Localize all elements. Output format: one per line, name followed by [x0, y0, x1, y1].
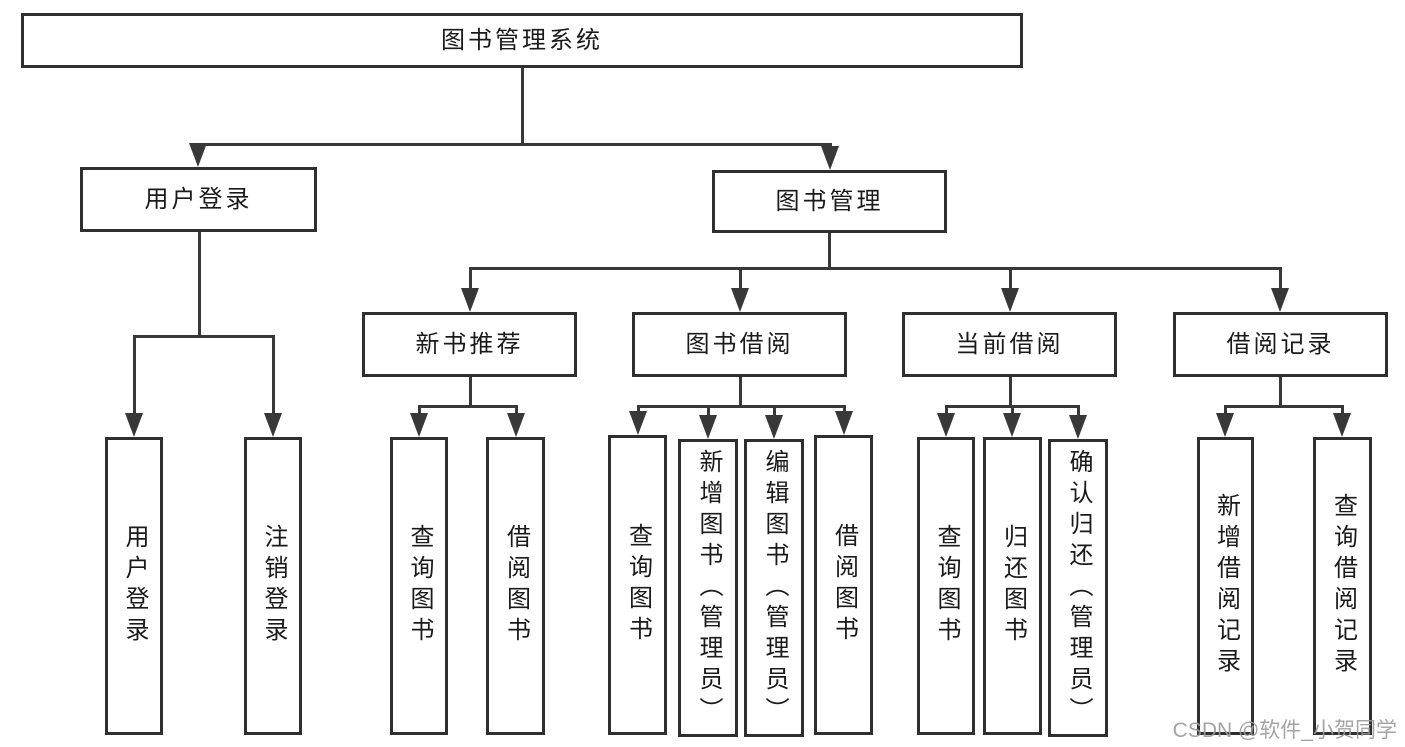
node-query-books-current: 查询图书 [917, 437, 975, 735]
node-query-books-recommend: 查询图书 [390, 437, 448, 735]
connector-branch [1223, 404, 1344, 408]
connector-drop [514, 406, 518, 417]
node-label: 新书推荐 [415, 330, 524, 358]
connector-trunk [520, 68, 524, 144]
connector-trunk [827, 233, 831, 268]
node-label: 图书借阅 [685, 330, 794, 358]
node-user-login-leaf: 用户登录 [105, 437, 163, 735]
arrow-down-icon [629, 411, 647, 435]
node-label: 用户登录 [121, 524, 148, 648]
node-label: 借阅图书 [830, 523, 858, 647]
node-add-borrow-record: 新增借阅记录 [1197, 437, 1254, 735]
arrow-down-icon [461, 288, 479, 312]
csdn-watermark: CSDN @软件_小贺同学 [1172, 719, 1397, 742]
connector-drop [271, 336, 275, 417]
connector-drop [944, 406, 948, 417]
node-label: 编辑图书（管理员） [761, 448, 788, 728]
arrow-down-icon [1271, 288, 1289, 312]
node-label: 查询图书 [624, 523, 652, 647]
node-book-management: 图书管理 [712, 170, 947, 233]
arrow-down-icon [125, 413, 143, 437]
connector-drop [1010, 406, 1014, 417]
arrow-down-icon [507, 413, 525, 437]
node-label: 借阅记录 [1226, 330, 1335, 358]
node-borrowing-records: 借阅记录 [1173, 312, 1388, 377]
connector-branch [636, 404, 846, 408]
node-label: 图书管理系统 [441, 26, 603, 54]
connector-branch [132, 334, 275, 338]
node-label: 图书管理 [775, 187, 884, 215]
connector-drop [1008, 268, 1012, 292]
node-borrow-books-borrowing: 借阅图书 [814, 435, 873, 735]
node-label: 用户登录 [144, 185, 253, 213]
node-label: 确认归还（管理员） [1065, 448, 1092, 728]
connector-drop [772, 406, 776, 419]
connector-trunk [738, 377, 742, 406]
node-label: 归还图书 [999, 524, 1027, 648]
connector-drop [1340, 406, 1344, 417]
node-label: 查询图书 [406, 524, 433, 648]
arrow-down-icon [1001, 288, 1019, 312]
arrow-down-icon [189, 143, 207, 167]
node-new-book-recommend: 新书推荐 [362, 312, 577, 377]
connector-trunk [468, 377, 472, 406]
node-confirm-return-admin: 确认归还（管理员） [1048, 439, 1108, 737]
arrow-down-icon [765, 415, 783, 439]
node-return-book: 归还图书 [983, 437, 1042, 735]
connector-drop [468, 268, 472, 292]
connector-drop [636, 406, 640, 415]
connector-drop [1223, 406, 1227, 417]
connector-trunk [1278, 377, 1282, 406]
node-query-books-borrowing: 查询图书 [608, 435, 667, 735]
node-label: 当前借阅 [955, 330, 1064, 358]
node-user-login: 用户登录 [80, 167, 317, 232]
arrow-down-icon [731, 288, 749, 312]
arrow-down-icon [264, 413, 282, 437]
arrow-down-icon [835, 411, 853, 435]
node-borrow-books-recommend: 借阅图书 [486, 437, 545, 735]
connector-branch [196, 142, 832, 146]
connector-drop [1076, 406, 1080, 419]
node-logout-leaf: 注销登录 [244, 437, 302, 735]
node-query-borrow-record: 查询借阅记录 [1313, 437, 1372, 735]
node-label: 新增借阅记录 [1212, 493, 1240, 679]
arrow-down-icon [1216, 413, 1234, 437]
connector-drop [738, 268, 742, 292]
arrow-down-icon [410, 413, 428, 437]
connector-drop [706, 406, 710, 419]
connector-drop [842, 406, 846, 415]
connector-branch [417, 404, 518, 408]
arrow-down-icon [821, 146, 839, 170]
arrow-down-icon [937, 413, 955, 437]
node-current-borrowing: 当前借阅 [902, 312, 1117, 377]
node-root: 图书管理系统 [21, 13, 1023, 68]
node-label: 新增图书（管理员） [695, 448, 722, 728]
arrow-down-icon [1333, 413, 1351, 437]
arrow-down-icon [1003, 413, 1021, 437]
connector-drop [132, 336, 136, 417]
node-label: 借阅图书 [502, 524, 530, 648]
node-label: 查询借阅记录 [1329, 493, 1357, 679]
arrow-down-icon [699, 415, 717, 439]
connector-drop [417, 406, 421, 417]
arrow-down-icon [1069, 415, 1087, 439]
node-label: 注销登录 [260, 524, 287, 648]
node-book-borrowing: 图书借阅 [632, 312, 847, 377]
node-add-book-admin: 新增图书（管理员） [678, 439, 738, 737]
connector-trunk [1008, 377, 1012, 406]
connector-trunk [197, 232, 201, 336]
connector-drop [1278, 268, 1282, 292]
node-edit-book-admin: 编辑图书（管理员） [744, 439, 804, 737]
connector-branch [468, 266, 1282, 270]
node-label: 查询图书 [933, 524, 960, 648]
